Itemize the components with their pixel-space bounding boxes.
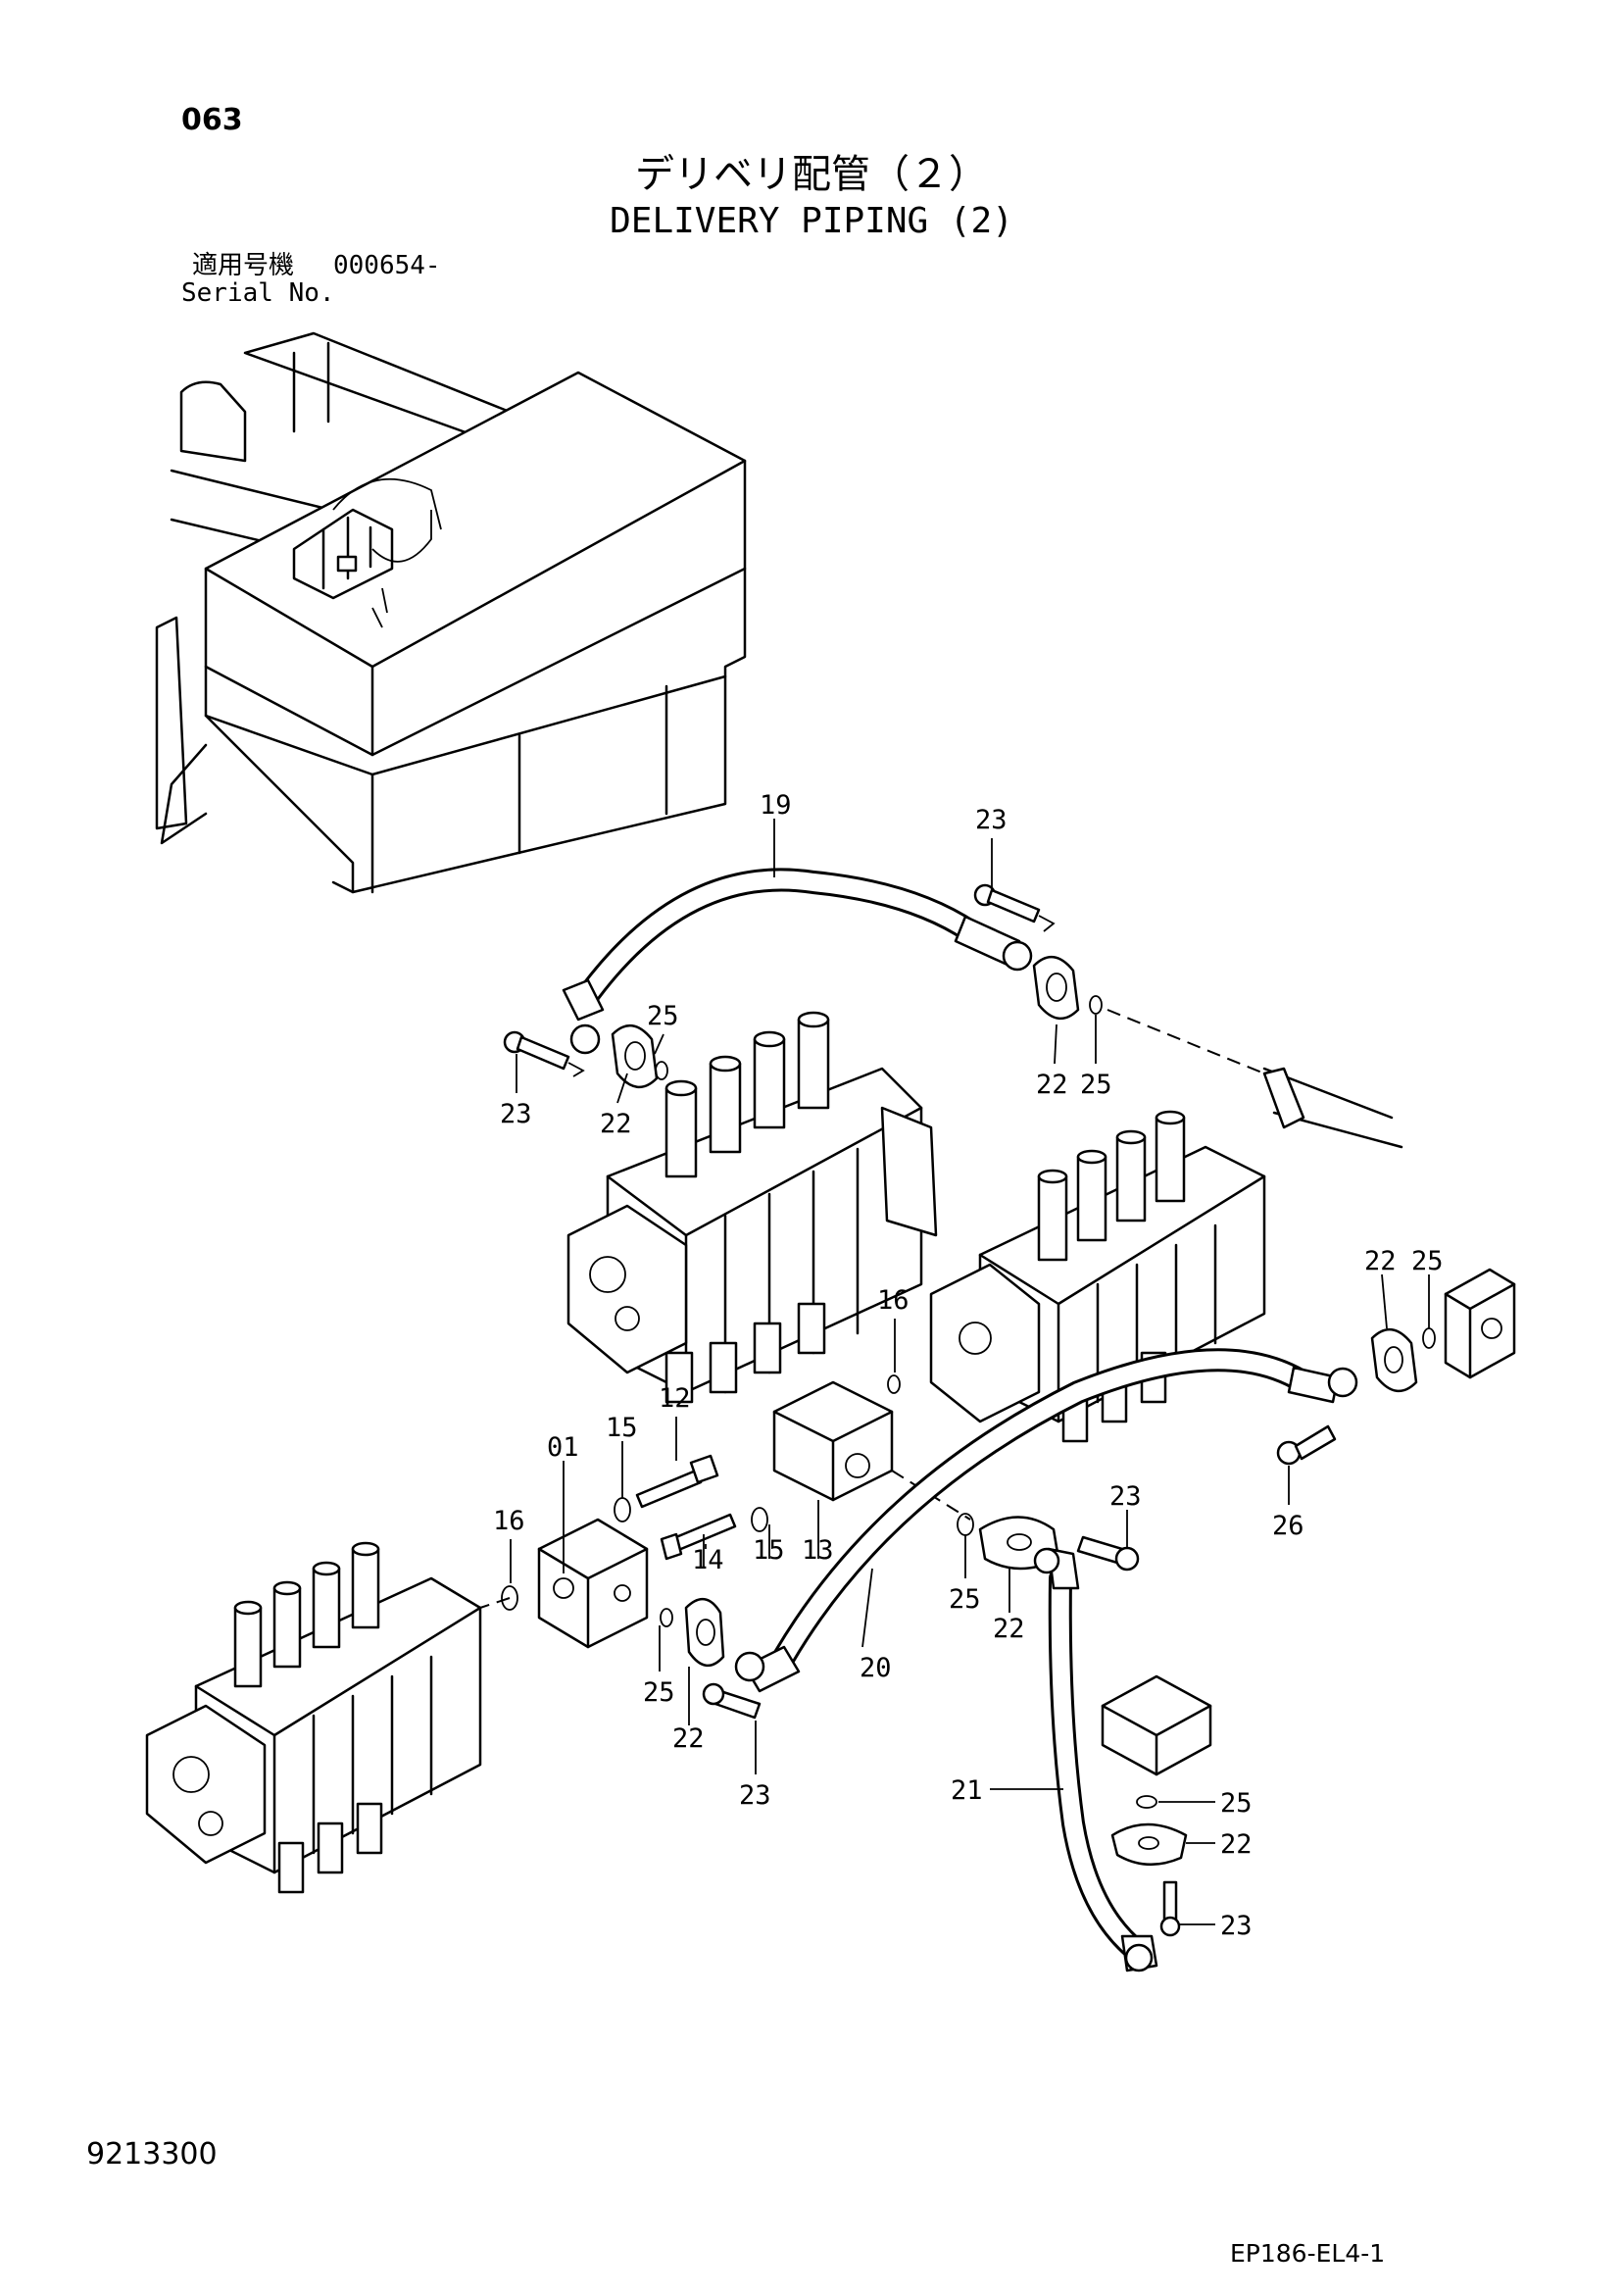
block-lower-right: [1101, 1674, 1212, 1937]
machine-overview: [155, 331, 747, 894]
callout-26: 26: [1272, 1511, 1304, 1541]
flange-22-top-left: [611, 1024, 668, 1088]
page-number: 063: [181, 103, 243, 137]
callout-20: 20: [860, 1653, 892, 1683]
leader-lines: [510, 819, 1430, 1925]
callout-25: 25: [647, 1001, 679, 1031]
callout-25: 25: [1080, 1070, 1112, 1100]
bolt-23-lower-left: [702, 1682, 762, 1720]
callout-16: 16: [493, 1506, 525, 1536]
callout-25: 25: [1220, 1788, 1253, 1819]
drawing-code: 9213300: [86, 2137, 218, 2171]
block-right: [1444, 1268, 1516, 1379]
flange-22-lower-left: [684, 1598, 725, 1667]
serial-label-english: Serial No.: [181, 278, 335, 308]
title-english: DELIVERY PIPING (2): [610, 201, 1013, 241]
callout-22: 22: [600, 1109, 632, 1139]
callout-22: 22: [993, 1614, 1025, 1644]
bolt-14: [660, 1507, 768, 1561]
serial-label-japanese: 適用号機: [192, 251, 295, 280]
control-valve-lower-left: [145, 1541, 482, 1894]
hose-21: [1033, 1547, 1158, 1972]
callout-25: 25: [643, 1677, 675, 1708]
callout-22: 22: [1364, 1246, 1397, 1276]
bolt-23-middle: [1076, 1535, 1140, 1572]
callout-21: 21: [951, 1775, 983, 1806]
callout-22: 22: [1036, 1070, 1068, 1100]
callout-25: 25: [1411, 1246, 1444, 1276]
pipe-right: [1107, 1009, 1403, 1149]
bolt-26: [1276, 1424, 1337, 1466]
document-code: EP186-EL4-1: [1230, 2239, 1386, 2268]
callout-14: 14: [692, 1545, 724, 1575]
callout-23: 23: [739, 1780, 771, 1811]
callout-25: 25: [949, 1584, 981, 1615]
callout-23: 23: [500, 1099, 532, 1129]
callout-13: 13: [802, 1535, 834, 1566]
callout-15: 15: [753, 1535, 785, 1566]
callout-23: 23: [1220, 1911, 1253, 1941]
callout-23: 23: [975, 805, 1008, 835]
callout-22: 22: [672, 1723, 705, 1754]
callout-15: 15: [606, 1413, 638, 1443]
callout-12: 12: [659, 1383, 691, 1414]
hose-19: [562, 868, 1033, 1055]
serial-value: 000654-: [333, 251, 441, 280]
callout-22: 22: [1220, 1829, 1253, 1860]
callout-23: 23: [1109, 1481, 1142, 1512]
junction-block-13: [772, 1374, 901, 1502]
flange-22-right: [1370, 1327, 1436, 1392]
block-01: [501, 1518, 673, 1649]
callout-01: 01: [547, 1432, 579, 1463]
callout-labels: 19 23 25 23 22 22 25 22 25 16 12 15 01 1…: [493, 790, 1444, 1941]
bolt-12: [614, 1454, 719, 1522]
title-japanese: デリベリ配管（２）: [635, 152, 988, 197]
flange-22-top-right: [1032, 956, 1103, 1020]
callout-19: 19: [760, 790, 792, 821]
bolt-23-top-right: [973, 883, 1056, 932]
hose-20: [734, 1348, 1358, 1693]
bolt-23-top-left: [503, 1030, 585, 1077]
control-valve-upper-left: [566, 1011, 938, 1404]
callout-16: 16: [877, 1285, 910, 1316]
